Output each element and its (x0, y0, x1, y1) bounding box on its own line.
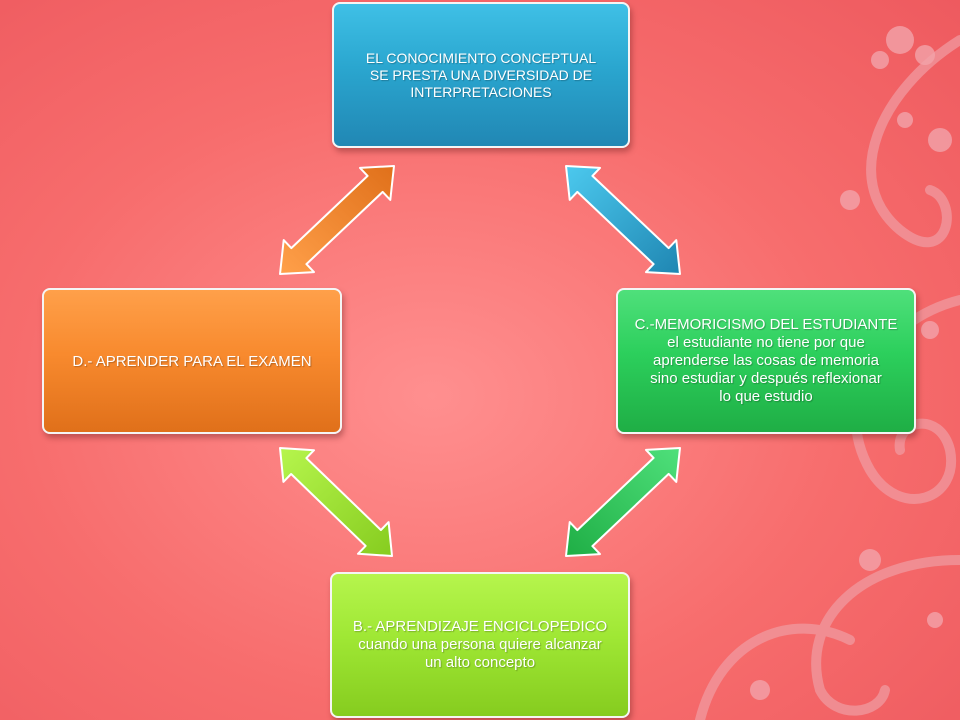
node-bottom-line: un alto concepto (424, 654, 536, 671)
arrow-left-top (279, 165, 395, 275)
node-right-line: el estudiante no tiene por que (667, 334, 865, 351)
node-left-text: D.- APRENDER PARA EL EXAMEN (72, 353, 311, 370)
arrow-bottom-left (279, 447, 393, 557)
node-right-text: C.-MEMORICISMO DEL ESTUDIANTE el estudia… (635, 316, 898, 406)
node-conocimiento-conceptual: EL CONOCIMIENTO CONCEPTUAL SE PRESTA UNA… (332, 2, 630, 148)
double-arrow-shape (565, 447, 681, 557)
node-memoricismo: C.-MEMORICISMO DEL ESTUDIANTE el estudia… (616, 288, 916, 434)
node-top-line: EL CONOCIMIENTO CONCEPTUAL (365, 49, 597, 66)
node-left-line: D.- APRENDER PARA EL EXAMEN (72, 352, 312, 370)
node-right-line: aprenderse las cosas de memoria (653, 352, 879, 369)
node-top-line: INTERPRETACIONES (410, 83, 552, 100)
node-top-text: EL CONOCIMIENTO CONCEPTUAL SE PRESTA UNA… (366, 50, 596, 101)
node-right-line: sino estudiar y después reflexionar (650, 370, 882, 387)
node-aprender-para-el-examen: D.- APRENDER PARA EL EXAMEN (42, 288, 342, 434)
arrow-top-right (565, 165, 681, 275)
double-arrow-shape (279, 165, 395, 275)
node-bottom-line: B.- APRENDIZAJE ENCICLOPEDICO (352, 618, 608, 635)
node-right-line: lo que estudio (719, 388, 813, 405)
node-right-line: C.-MEMORICISMO DEL ESTUDIANTE (634, 316, 898, 333)
double-arrow-shape (565, 165, 681, 275)
node-bottom-line: cuando una persona quiere alcanzar (358, 636, 602, 653)
node-top-line: SE PRESTA UNA DIVERSIDAD DE (369, 66, 593, 83)
double-arrow-shape (279, 447, 393, 557)
node-bottom-text: B.- APRENDIZAJE ENCICLOPEDICO cuando una… (353, 618, 607, 672)
node-aprendizaje-enciclopedico: B.- APRENDIZAJE ENCICLOPEDICO cuando una… (330, 572, 630, 718)
arrow-right-bottom (565, 447, 681, 557)
